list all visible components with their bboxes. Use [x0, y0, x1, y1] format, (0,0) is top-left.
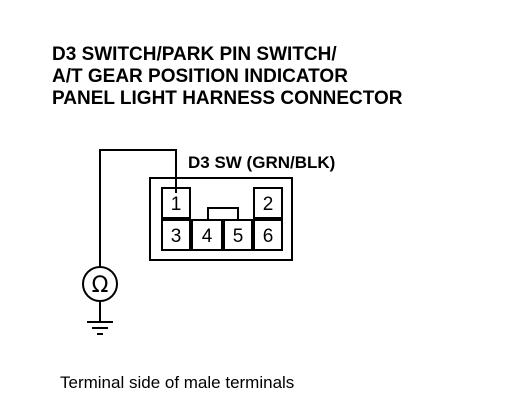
pin-label-2: 2 [263, 194, 274, 215]
pin-label-4: 4 [202, 226, 213, 247]
title-line-1: D3 SWITCH/PARK PIN SWITCH/ [52, 44, 337, 65]
pin-cell-2 [253, 187, 283, 219]
connector-housing [149, 177, 293, 261]
title-line-3: PANEL LIGHT HARNESS CONNECTOR [52, 88, 403, 109]
pin-cell-5 [223, 219, 253, 251]
pin-cell-1 [161, 187, 191, 219]
title-line-2: A/T GEAR POSITION INDICATOR [52, 66, 348, 87]
pin-cell-4 [191, 219, 223, 251]
ohm-symbol: Ω [92, 273, 109, 298]
pin-label-3: 3 [171, 226, 182, 247]
harness-connector: 1 2 3 4 5 6 [149, 177, 293, 261]
ground-icon [87, 321, 113, 335]
test-lead-wire [99, 149, 177, 268]
pin-label-5: 5 [233, 226, 244, 247]
connector-lock-tab [207, 207, 239, 220]
pin-cell-6 [253, 219, 283, 251]
diagram-title: D3 SWITCH/PARK PIN SWITCH/ A/T GEAR POSI… [52, 44, 403, 109]
diagram-caption: Terminal side of male terminals [60, 373, 294, 392]
ohmmeter-icon: Ω [82, 266, 118, 302]
wire-label: D3 SW (GRN/BLK) [188, 153, 335, 172]
pin-cell-3 [161, 219, 191, 251]
pin-label-1: 1 [171, 194, 182, 215]
pin-label-6: 6 [263, 226, 274, 247]
